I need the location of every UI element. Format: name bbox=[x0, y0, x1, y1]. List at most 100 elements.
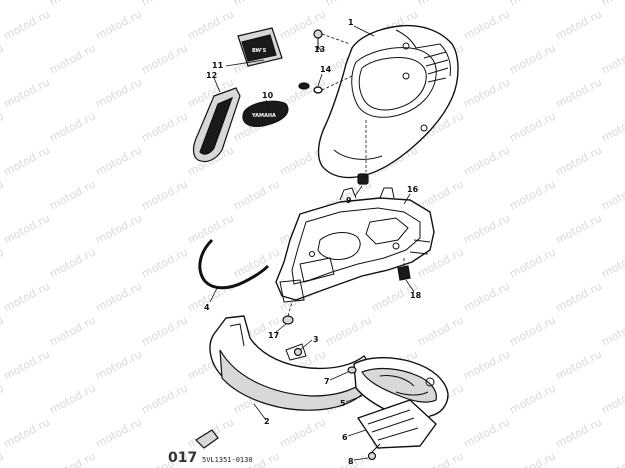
watermark-text: motod.ru bbox=[599, 109, 625, 144]
watermark-text: motod.ru bbox=[47, 381, 98, 416]
screw-part-8 bbox=[367, 443, 381, 461]
watermark-text: motod.ru bbox=[599, 245, 625, 280]
callout-1: 1 bbox=[348, 18, 354, 27]
callout-17: 17 bbox=[268, 331, 279, 340]
bws-emblem-part-11: BW'S bbox=[237, 27, 283, 67]
watermark-text: motod.ru bbox=[599, 177, 625, 212]
page-stamp-arrow-icon bbox=[195, 429, 219, 449]
watermark-text: motod.ru bbox=[139, 381, 190, 416]
watermark-text: motod.ru bbox=[0, 41, 6, 76]
washer-part-14 bbox=[298, 75, 353, 94]
watermark-text: motod.ru bbox=[277, 415, 328, 450]
callout-9: 9 bbox=[346, 196, 352, 205]
callout-7: 7 bbox=[324, 377, 330, 386]
callout-18: 18 bbox=[410, 291, 422, 300]
watermark-text: motod.ru bbox=[231, 0, 282, 9]
watermark-text: motod.ru bbox=[461, 7, 512, 42]
callout-16: 16 bbox=[407, 185, 419, 194]
diagram-code: 5VL1351-0130 bbox=[202, 456, 253, 464]
watermark-text: motod.ru bbox=[553, 143, 604, 178]
yamaha-emblem-part-10: YAMAHA bbox=[242, 100, 289, 127]
callout-14: 14 bbox=[320, 65, 332, 74]
watermark-text: motod.ru bbox=[1, 415, 52, 450]
watermark-text: motod.ru bbox=[553, 279, 604, 314]
watermark-text: motod.ru bbox=[599, 449, 625, 468]
watermark-text: motod.ru bbox=[1, 75, 52, 110]
watermark-text: motod.ru bbox=[599, 41, 625, 76]
watermark-text: motod.ru bbox=[139, 109, 190, 144]
front-cover-part-1 bbox=[317, 24, 459, 179]
watermark-text: motod.ru bbox=[231, 177, 282, 212]
inner-body-part-16 bbox=[275, 187, 435, 303]
watermark-text: motod.ru bbox=[139, 177, 190, 212]
watermark-text: motod.ru bbox=[461, 279, 512, 314]
watermark-text: motod.ru bbox=[1, 279, 52, 314]
watermark-text: motod.ru bbox=[47, 245, 98, 280]
callout-3: 3 bbox=[313, 335, 319, 344]
watermark-text: motod.ru bbox=[0, 109, 6, 144]
watermark-text: motod.ru bbox=[0, 245, 6, 280]
watermark-text: motod.ru bbox=[93, 347, 144, 382]
weather-strip-part-4 bbox=[198, 238, 270, 290]
watermark-text: motod.ru bbox=[599, 313, 625, 348]
watermark-text: motod.ru bbox=[507, 245, 558, 280]
plate-part-6 bbox=[357, 399, 437, 449]
screw-part-3 bbox=[293, 347, 303, 357]
screw-part-13 bbox=[313, 29, 351, 50]
watermark-text: motod.ru bbox=[461, 75, 512, 110]
clip-part-18 bbox=[397, 256, 411, 281]
watermark-text: motod.ru bbox=[323, 313, 374, 348]
clip-part-17 bbox=[282, 301, 294, 325]
watermark-text: motod.ru bbox=[47, 0, 98, 9]
watermark-text: motod.ru bbox=[47, 41, 98, 76]
watermark-text: motod.ru bbox=[93, 211, 144, 246]
watermark-text: motod.ru bbox=[47, 449, 98, 468]
watermark-text: motod.ru bbox=[553, 347, 604, 382]
watermark-text: motod.ru bbox=[507, 41, 558, 76]
bracket-part-5 bbox=[353, 357, 449, 425]
screw-part-7 bbox=[347, 366, 357, 374]
callout-11: 11 bbox=[212, 61, 224, 70]
yamaha-emblem-text: YAMAHA bbox=[251, 113, 276, 119]
watermark-text: motod.ru bbox=[185, 7, 236, 42]
callout-10: 10 bbox=[262, 91, 274, 100]
watermark-text: motod.ru bbox=[0, 313, 6, 348]
watermark-text: motod.ru bbox=[507, 0, 558, 9]
watermark-text: motod.ru bbox=[599, 381, 625, 416]
watermark-text: motod.ru bbox=[93, 279, 144, 314]
callout-8: 8 bbox=[348, 457, 354, 466]
watermark-text: motod.ru bbox=[139, 41, 190, 76]
watermark-text: motod.ru bbox=[93, 143, 144, 178]
watermark-text: motod.ru bbox=[461, 415, 512, 450]
watermark-text: motod.ru bbox=[47, 177, 98, 212]
watermark-text: motod.ru bbox=[47, 109, 98, 144]
watermark-text: motod.ru bbox=[461, 347, 512, 382]
bws-emblem-text: BW'S bbox=[252, 48, 267, 54]
watermark-text: motod.ru bbox=[415, 449, 466, 468]
watermark-text: motod.ru bbox=[0, 0, 6, 9]
watermark-text: motod.ru bbox=[1, 211, 52, 246]
watermark-text: motod.ru bbox=[507, 109, 558, 144]
watermark-text: motod.ru bbox=[507, 381, 558, 416]
grommet-part-9 bbox=[357, 120, 369, 185]
side-molding-part-12 bbox=[192, 87, 241, 163]
callout-4: 4 bbox=[204, 303, 210, 312]
callout-2: 2 bbox=[264, 417, 270, 426]
watermark-text: motod.ru bbox=[1, 143, 52, 178]
watermark-text: motod.ru bbox=[1, 347, 52, 382]
watermark-text: motod.ru bbox=[139, 245, 190, 280]
watermark-text: motod.ru bbox=[599, 0, 625, 9]
watermark-text: motod.ru bbox=[93, 7, 144, 42]
callout-6: 6 bbox=[342, 433, 348, 442]
watermark-text: motod.ru bbox=[553, 415, 604, 450]
callout-5: 5 bbox=[340, 399, 346, 408]
watermark-text: motod.ru bbox=[461, 143, 512, 178]
watermark-text: motod.ru bbox=[139, 313, 190, 348]
watermark-text: motod.ru bbox=[0, 381, 6, 416]
watermark-text: motod.ru bbox=[0, 449, 6, 468]
leader-lines bbox=[209, 25, 415, 461]
watermark-text: motod.ru bbox=[461, 211, 512, 246]
callout-13: 13 bbox=[314, 45, 325, 54]
